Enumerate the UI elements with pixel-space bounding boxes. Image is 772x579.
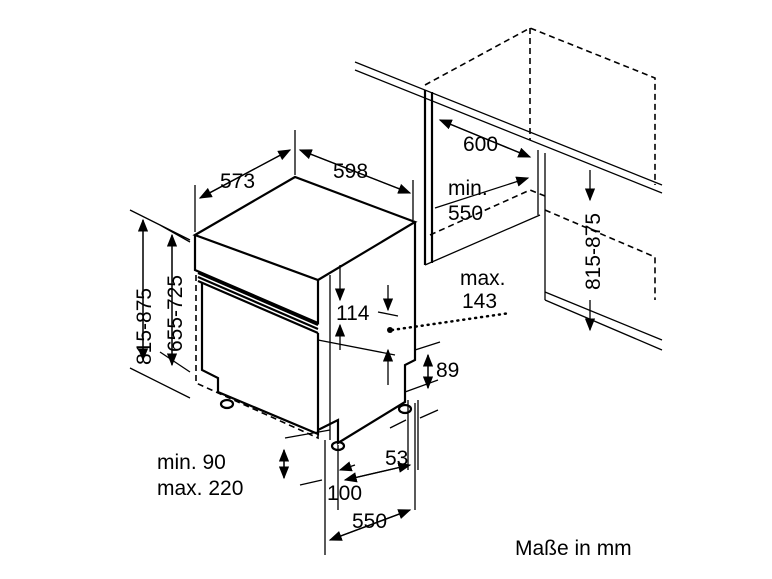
label-height-815-875: 815-875 [133, 288, 156, 365]
label-foot-89: 89 [436, 359, 459, 382]
label-side-53: 53 [385, 447, 408, 470]
dimension-lines [129, 119, 596, 555]
label-niche-min: min. [448, 177, 488, 200]
label-height-655-725: 655-725 [164, 275, 187, 352]
label-plinth-max: max. 220 [157, 477, 243, 500]
measure-point [387, 327, 393, 333]
label-max: max. [460, 267, 506, 290]
label-niche-height: 815-875 [582, 213, 605, 290]
dishwasher-body [192, 175, 418, 452]
caption-units: Maße in mm [515, 537, 632, 560]
label-depth-100: 100 [327, 482, 362, 505]
label-panel-114: 114 [336, 302, 370, 325]
label-depth-573: 573 [220, 170, 255, 193]
cabinet-niche [354, 27, 663, 351]
label-niche-600: 600 [463, 133, 498, 156]
label-plinth-min: min. 90 [157, 451, 226, 474]
label-depth-550: 550 [352, 510, 387, 533]
label-width-598: 598 [333, 160, 368, 183]
label-niche-550: 550 [448, 202, 483, 225]
label-max-143: 143 [462, 290, 497, 313]
